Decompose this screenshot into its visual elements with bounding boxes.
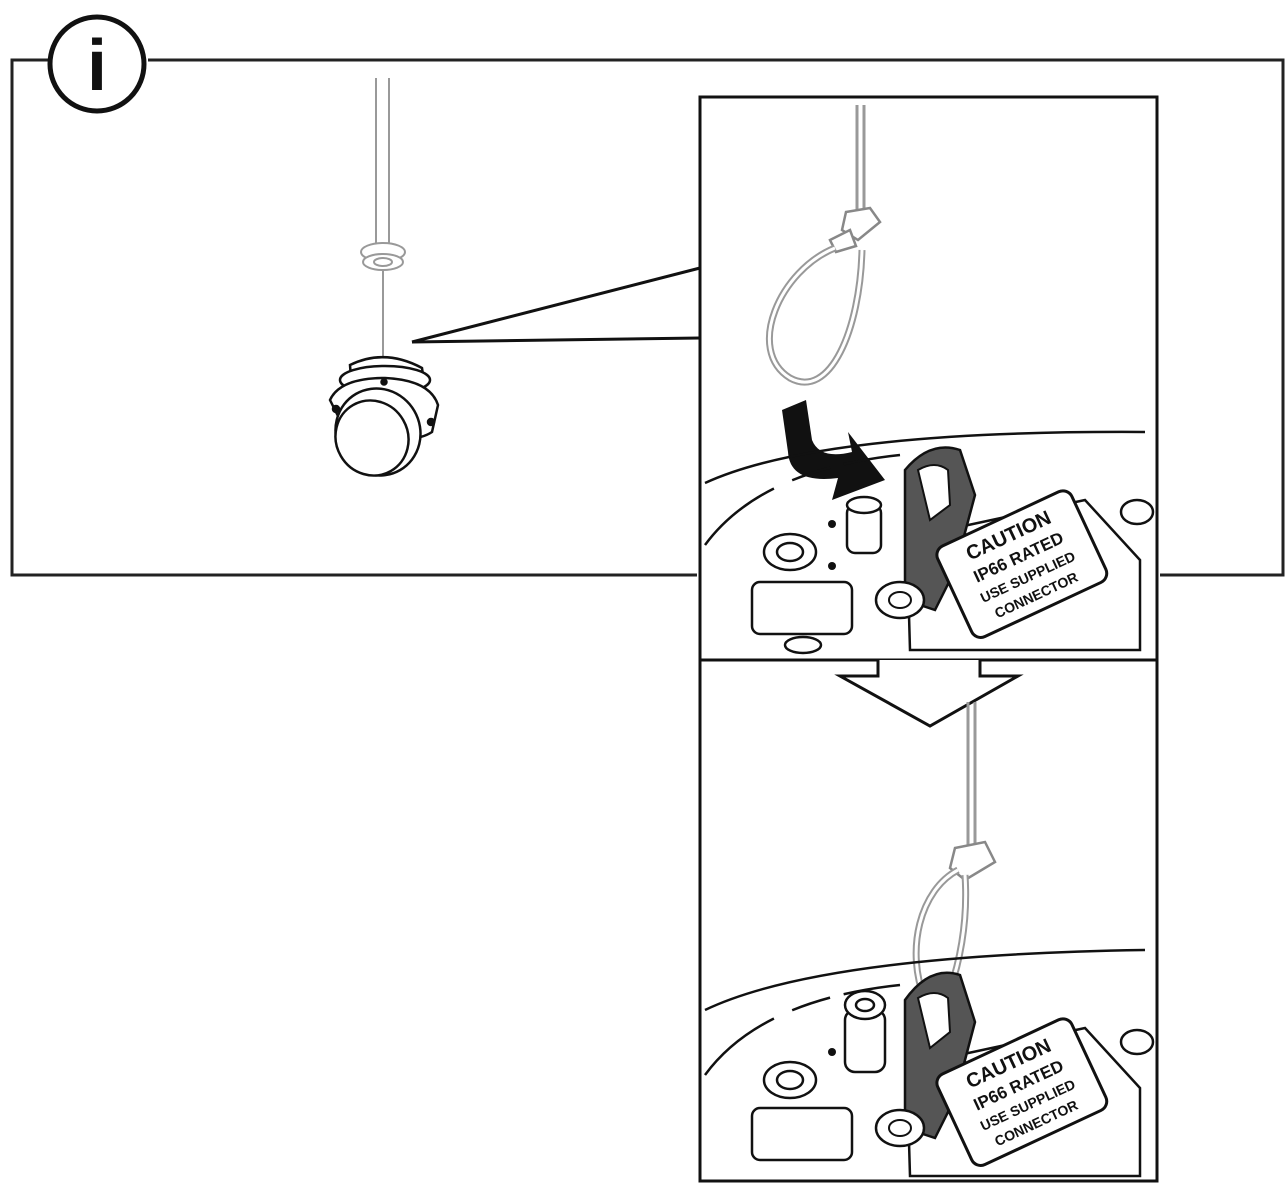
caution-label-step2: CAUTION IP66 RATED USE SUPPLIED CONNECTO… xyxy=(935,1017,1109,1167)
step-2-cord-attached: CAUTION IP66 RATED USE SUPPLIED CONNECTO… xyxy=(703,702,1155,1178)
dome-camera xyxy=(328,355,440,477)
outer-frame xyxy=(10,58,1285,577)
info-icon-glyph: i xyxy=(87,26,107,106)
zoom-callout-pointer xyxy=(411,266,701,344)
camera-overview xyxy=(328,78,440,477)
step-1-attach-cord: CAUTION IP66 RATED USE SUPPLIED CONNECTO… xyxy=(703,105,1155,655)
info-icon: i xyxy=(47,14,147,114)
next-step-arrow-icon xyxy=(834,660,1024,728)
caution-label: CAUTION IP66 RATED USE SUPPLIED CONNECTO… xyxy=(935,489,1109,639)
